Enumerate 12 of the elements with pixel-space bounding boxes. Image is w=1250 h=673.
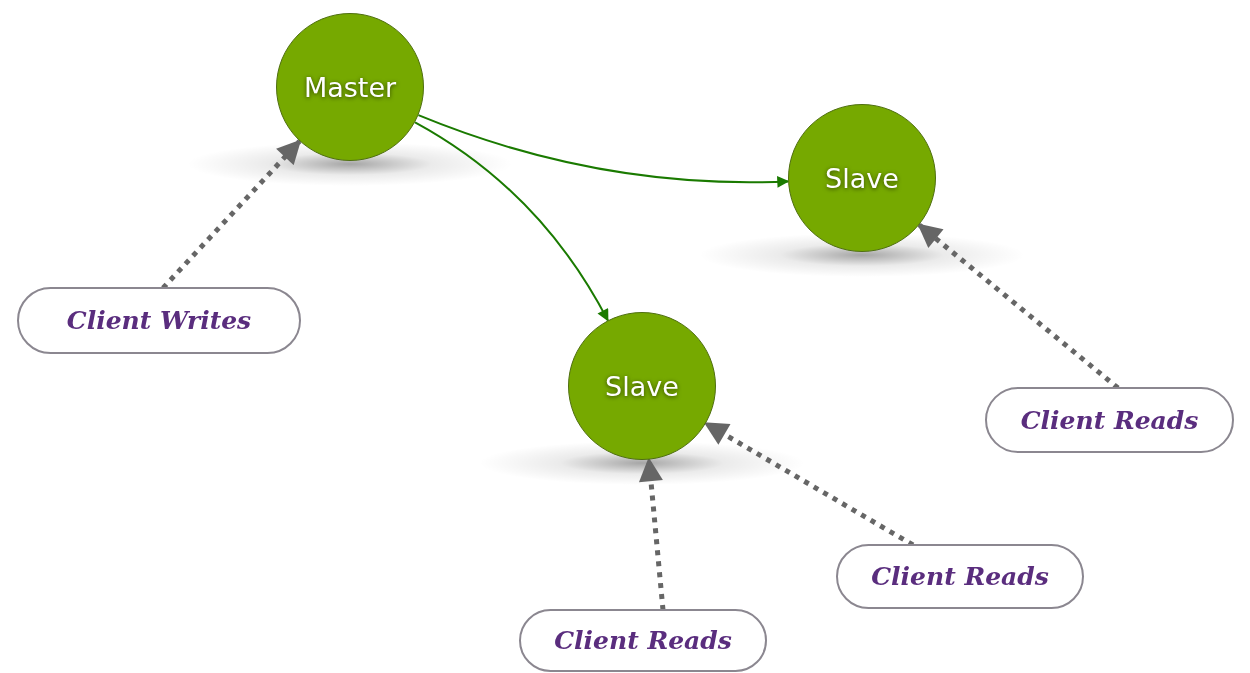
client-label: Client Reads: [871, 562, 1049, 591]
client-label: Client Reads: [1020, 405, 1199, 435]
dotted-arrow: [161, 139, 302, 290]
dotted-arrow: [639, 457, 666, 611]
server-label: Master: [303, 71, 397, 103]
dotted-arrow: [917, 223, 1120, 390]
arrow: [417, 114, 790, 188]
client-label: Client Writes: [66, 306, 252, 335]
arrow: [414, 121, 609, 322]
server-label: Slave: [605, 370, 679, 402]
server-label: Slave: [825, 162, 899, 194]
client-label: Client Reads: [554, 626, 732, 655]
